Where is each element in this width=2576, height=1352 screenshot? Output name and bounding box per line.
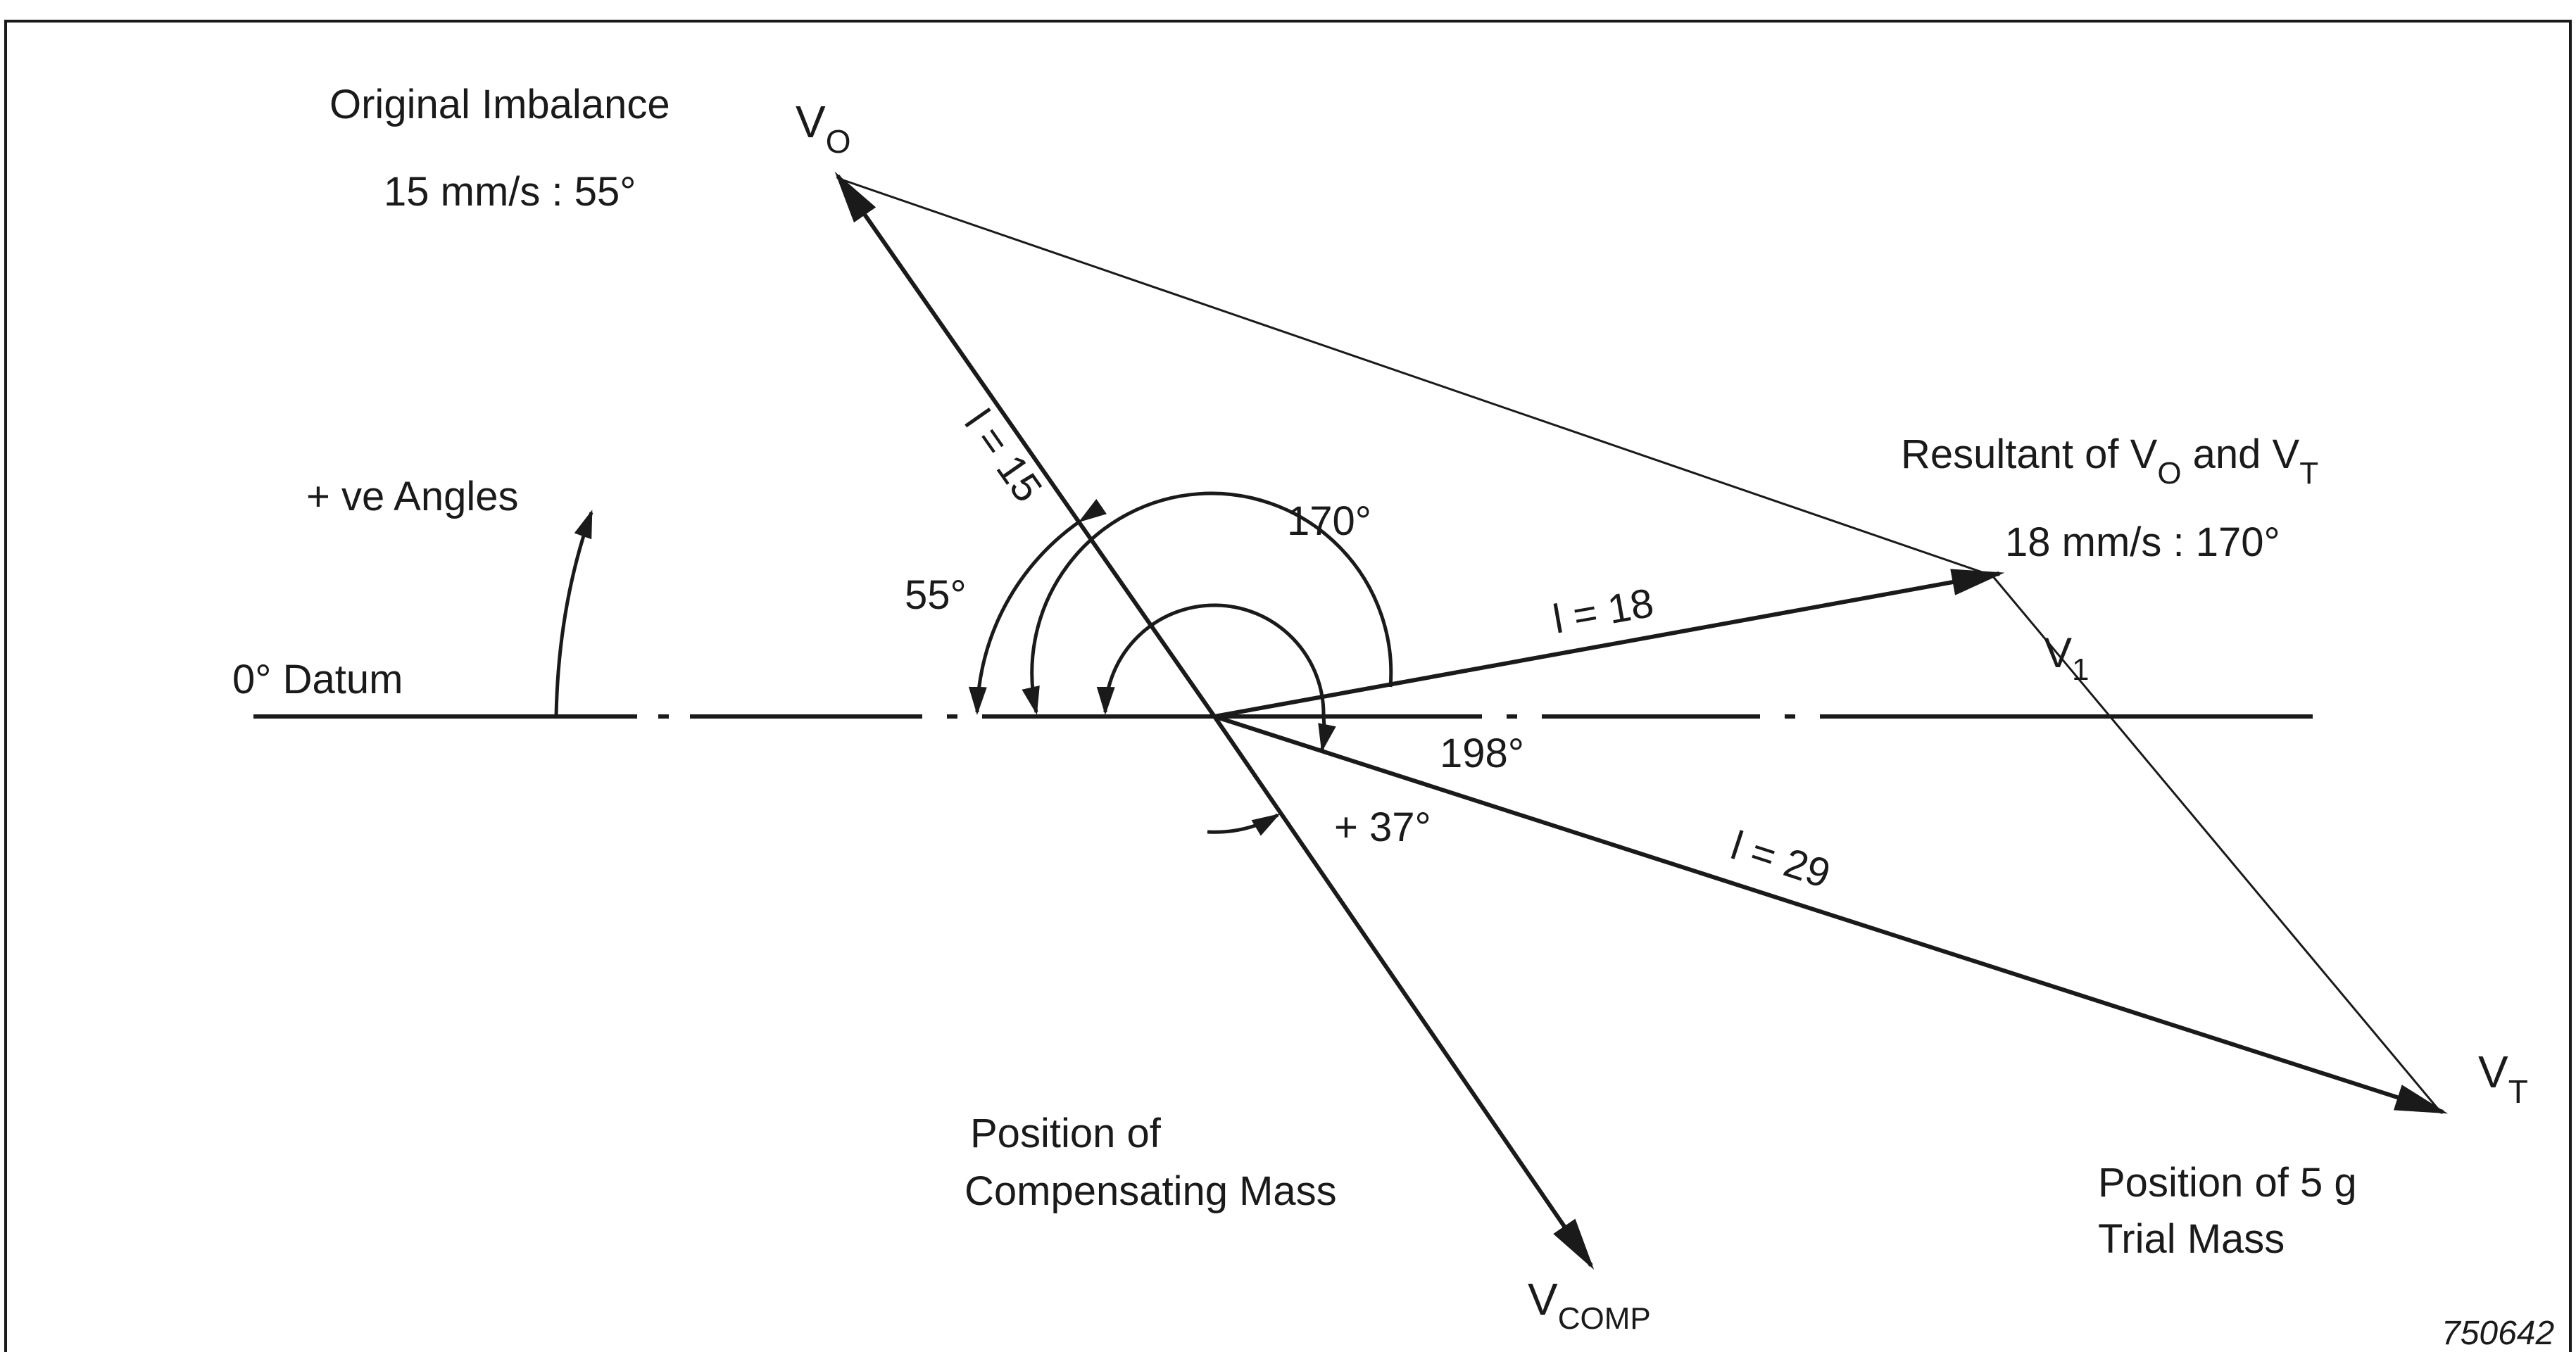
positive-angles-label: + ve Angles (306, 474, 519, 519)
l15-label: l = 15 (955, 401, 1051, 510)
angle-37-arc (1207, 813, 1281, 836)
angle-170-label: 170° (1287, 498, 1371, 544)
compensating-mass-line2: Compensating Mass (965, 1168, 1337, 1214)
angle-198-arc-end (1318, 716, 1336, 752)
original-imbalance-value: 15 mm/s : 55° (384, 169, 636, 215)
resultant-title: Resultant of VO and VT (1901, 431, 2318, 491)
vector-vo-arrow (834, 171, 1217, 718)
vector-vcomp-arrow (1212, 715, 1595, 1270)
angle-55-label: 55° (905, 572, 967, 618)
v-t-label: VT (2478, 1047, 2528, 1110)
trial-mass-line2: Trial Mass (2098, 1216, 2285, 1262)
line-vo-to-v1 (841, 178, 1993, 577)
vector-v1-arrow (1214, 569, 2005, 719)
compensating-mass-line1: Position of (970, 1111, 1162, 1156)
line-v1-to-vt (1991, 575, 2441, 1111)
figure-code: 750642 (2442, 1315, 2554, 1352)
original-imbalance-title: Original Imbalance (329, 82, 670, 127)
diagram-frame (4, 20, 2572, 1352)
trial-mass-line1: Position of 5 g (2098, 1160, 2357, 1206)
v1-label: V1 (2044, 629, 2090, 687)
angle-55-arc (968, 498, 1107, 715)
vector-vt-arrow (1214, 714, 2449, 1114)
v-o-label: VO (796, 96, 850, 160)
v-comp-label: VCOMP (1528, 1274, 1651, 1336)
resultant-value: 18 mm/s : 170° (2005, 519, 2280, 565)
angle-198-label: 198° (1440, 731, 1524, 776)
angle-170-arc (1022, 491, 1393, 715)
l18-label: l = 18 (1550, 580, 1657, 643)
datum-label: 0° Datum (232, 657, 403, 702)
angle-37-label: + 37° (1334, 804, 1431, 850)
angle-198-arc-top (1096, 603, 1326, 717)
positive-angle-arrow (554, 510, 593, 717)
